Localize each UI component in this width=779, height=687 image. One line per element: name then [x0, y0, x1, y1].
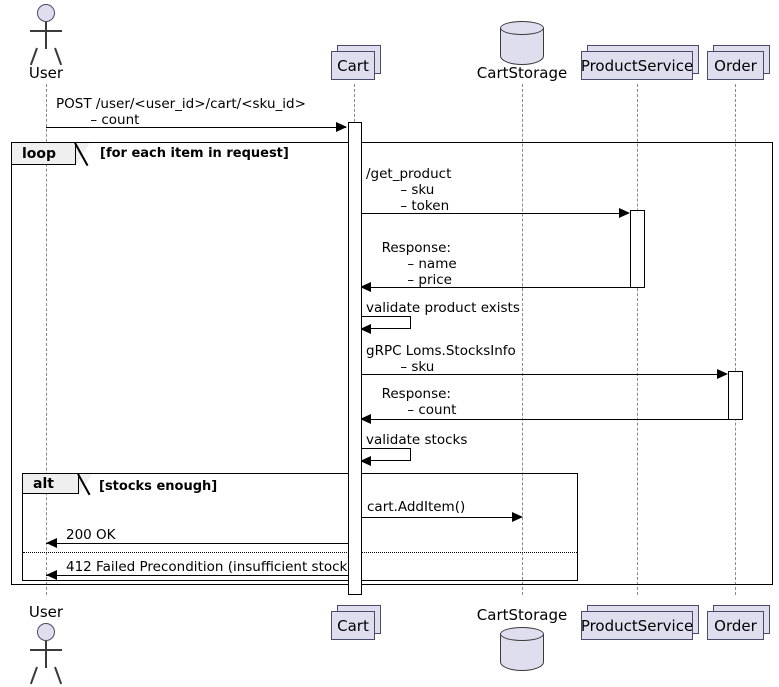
message-label-response-412: 412 Failed Precondition (insufficient st… — [66, 559, 360, 575]
participant-cartstorage-top[interactable] — [500, 21, 544, 65]
message-label-get-product-response-line3: – price — [373, 272, 452, 288]
message-label-grpc-stocksinfo-line2: – sku — [366, 359, 435, 375]
alt-fragment-operator-tab: alt — [23, 474, 79, 494]
participant-productservice-top[interactable]: ProductService — [581, 45, 699, 80]
actor-arms-user-top — [30, 30, 62, 32]
database-top-cartstorage-top — [500, 21, 544, 35]
participant-order-bottom-front: Order — [707, 611, 764, 640]
message-line-get-product — [360, 213, 622, 214]
loop-fragment-frame — [11, 142, 773, 585]
participant-productservice-bottom[interactable]: ProductService — [581, 605, 699, 640]
message-arrowhead-get-product — [619, 208, 630, 218]
participant-productservice-top-front: ProductService — [581, 51, 693, 80]
message-label-grpc-stocksinfo-line1: gRPC Loms.StocksInfo — [366, 343, 516, 359]
activation-bar-productservice — [630, 210, 645, 288]
self-message-box-validate-product-exists — [360, 316, 411, 329]
self-message-arrowhead-validate-product-exists — [360, 324, 371, 334]
participant-cart-bottom-front: Cart — [331, 611, 375, 640]
message-arrowhead-response-200 — [46, 538, 57, 548]
lifeline-cartstorage — [522, 84, 523, 595]
actor-head-user-bottom — [37, 623, 55, 641]
actor-arms-user-bottom — [30, 649, 62, 651]
message-label-get-product-response-line1: Response: — [373, 240, 451, 256]
loop-fragment-tab-corner — [76, 143, 90, 165]
actor-body-user-top — [45, 22, 47, 49]
alt-fragment-divider — [23, 552, 577, 553]
message-line-stocksinfo-response — [360, 419, 728, 420]
message-line-cart-additem — [360, 517, 516, 518]
actor-body-user-bottom — [45, 641, 47, 668]
message-arrowhead-post-cart — [336, 122, 347, 132]
lifeline-productservice — [637, 84, 638, 595]
participant-productservice-bottom-front: ProductService — [581, 611, 693, 640]
message-arrowhead-get-product-response — [360, 282, 371, 292]
alt-fragment-frame — [22, 473, 578, 581]
activation-bar-order — [728, 371, 743, 420]
self-message-arrowhead-validate-stocks — [360, 456, 371, 466]
participant-label-cartstorage-top: CartStorage — [476, 64, 568, 82]
message-arrowhead-response-412 — [46, 570, 57, 580]
message-label-cart-additem: cart.AddItem() — [367, 499, 466, 515]
participant-cart-bottom[interactable]: Cart — [331, 605, 381, 640]
message-label-get-product-line2: – sku — [366, 182, 435, 198]
message-label-response-200: 200 OK — [66, 527, 116, 543]
message-line-grpc-stocksinfo — [360, 374, 720, 375]
message-label-post-cart-line2: – count — [56, 112, 140, 128]
message-label-validate-stocks: validate stocks — [366, 432, 468, 448]
alt-fragment-tab-corner — [79, 474, 92, 494]
lifeline-user — [46, 84, 47, 595]
message-line-response-412 — [46, 575, 360, 576]
alt-fragment-condition: [stocks enough] — [99, 479, 218, 494]
message-arrowhead-stocksinfo-response — [360, 414, 371, 424]
message-label-validate-product-exists: validate product exists — [366, 300, 520, 316]
loop-fragment-condition: [for each item in request] — [100, 146, 289, 161]
participant-order-top[interactable]: Order — [707, 45, 770, 80]
actor-leg-right-user-bottom — [54, 666, 63, 685]
loop-fragment-operator-tab: loop — [12, 143, 76, 165]
message-label-get-product-line1: /get_product — [366, 166, 452, 182]
actor-leg-left-user-bottom — [29, 666, 38, 685]
participant-label-cartstorage-bottom: CartStorage — [476, 606, 568, 624]
participant-label-user-top: User — [28, 64, 64, 82]
actor-leg-right-user-top — [54, 47, 63, 66]
message-label-get-product-response-line2: – name — [373, 256, 457, 272]
message-arrowhead-cart-additem — [512, 512, 523, 522]
participant-cart-top-front: Cart — [331, 51, 375, 80]
database-top-cartstorage-bottom — [500, 627, 544, 641]
message-label-stocksinfo-response-line1: Response: — [373, 386, 451, 402]
participant-order-bottom[interactable]: Order — [707, 605, 770, 640]
message-line-response-200 — [46, 543, 360, 544]
actor-head-user-top — [37, 4, 55, 22]
actor-leg-left-user-top — [29, 47, 38, 66]
message-arrowhead-grpc-stocksinfo — [717, 369, 728, 379]
participant-label-user-bottom: User — [28, 603, 64, 621]
message-label-get-product-line3: – token — [366, 198, 450, 214]
activation-bar-cart — [348, 122, 362, 595]
lifeline-order — [735, 84, 736, 595]
self-message-box-validate-stocks — [360, 448, 411, 461]
participant-cartstorage-bottom[interactable] — [500, 627, 544, 671]
message-label-post-cart-line1: POST /user/<user_id>/cart/<sku_id> — [56, 96, 306, 112]
participant-cart-top[interactable]: Cart — [331, 45, 381, 80]
message-label-stocksinfo-response-line2: – count — [373, 402, 457, 418]
message-line-post-cart — [46, 127, 346, 128]
message-line-get-product-response — [360, 287, 630, 288]
participant-order-top-front: Order — [707, 51, 764, 80]
